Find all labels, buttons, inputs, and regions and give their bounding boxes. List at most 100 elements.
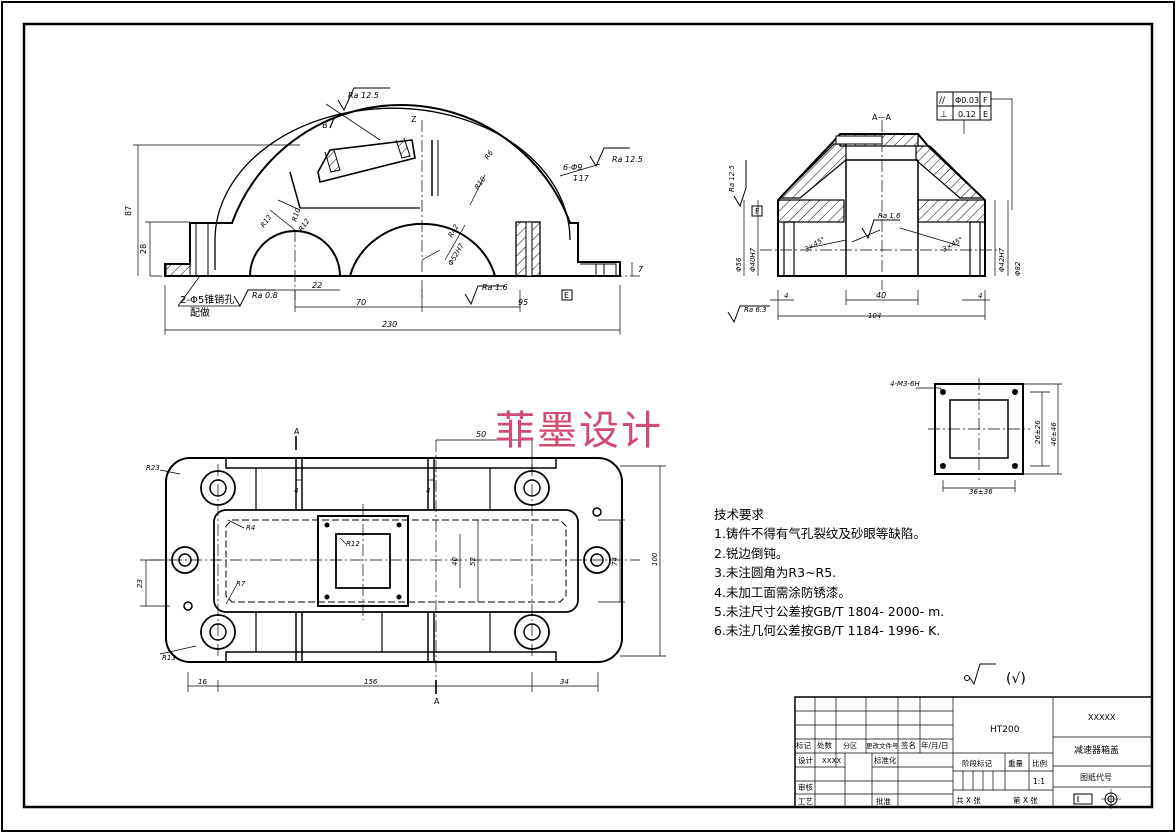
dim-34: 34	[560, 678, 569, 686]
roughness-label: Ra 1.6	[878, 212, 901, 220]
dim-7: 7	[638, 265, 644, 274]
dim-r12-cover: R12	[346, 540, 360, 548]
dim-r12: R12	[259, 213, 274, 229]
tech-item: 4.未加工面需涂防锈漆。	[714, 584, 851, 600]
title-block	[794, 696, 1153, 809]
dim-40: 40	[451, 557, 459, 566]
datum-f: F	[755, 207, 760, 216]
tb-designer: XXXX	[822, 757, 841, 765]
section-title: A—A	[872, 113, 891, 122]
roughness-label: Ra 1.6	[482, 283, 508, 292]
hole-depth: ↧17	[572, 174, 590, 183]
section-view-labels: A—A // Φ0.03 F ⊥ 0.12 E Ra 12.5 Ra 1.6 R…	[728, 96, 1022, 320]
dim-r23: R23	[146, 464, 160, 472]
section-mark-a-bottom: A	[434, 697, 440, 706]
tb-header-count: 处数	[817, 740, 832, 750]
tb-weight-label: 重量	[1008, 759, 1023, 768]
tb-standardize-label: 标准化	[874, 755, 897, 765]
roughness-label: Ra 0.8	[252, 291, 278, 300]
pin-note: 2-Φ5锥销孔	[180, 293, 234, 306]
chamfer-right: 3×45°	[941, 235, 965, 253]
fcf-val-2: 0.12	[958, 110, 976, 119]
tb-approve-label: 批准	[876, 796, 891, 806]
part-name: 减速器箱盖	[1074, 744, 1119, 756]
section-mark-a: A	[294, 427, 300, 436]
dim-16: 16	[198, 678, 207, 686]
dim-4a: 4	[784, 292, 788, 300]
tb-header-doc: 更改文件号	[866, 741, 899, 750]
tb-design-label: 设计	[798, 755, 813, 765]
roughness-note-text: (√)	[1006, 671, 1026, 687]
inner-frame	[22, 22, 1154, 809]
label-B: B	[322, 121, 328, 130]
tech-heading: 技术要求	[714, 507, 765, 522]
dim-r13: R13	[162, 654, 176, 662]
dim-28: 28	[139, 244, 148, 254]
title-block-text: HT200 XXXXX 减速器箱盖 图纸代号 标记 处数 分区 更改文件号 签名…	[796, 713, 1119, 806]
dim-bore: Φ52H7	[447, 242, 466, 267]
top-view	[140, 436, 666, 694]
datum-e: E	[564, 291, 569, 300]
dim-phi40: Φ40H7	[749, 247, 757, 272]
tb-header-date: 年/月/日	[921, 740, 949, 750]
dim-104: 104	[868, 312, 881, 320]
roughness-label: Ra 6.3	[744, 306, 767, 314]
dim-r4: R4	[246, 524, 255, 532]
dim-74: 74	[611, 557, 619, 566]
tech-item: 2.锐边倒钝。	[714, 545, 789, 561]
fcf-sym-2: ⊥	[940, 110, 948, 120]
tb-stage-label: 阶段标记	[962, 758, 992, 768]
dim-phi42: Φ42H7	[998, 247, 1006, 272]
fcf-datum-1: F	[983, 96, 988, 105]
tb-sheet-total: 共 X 张	[956, 796, 981, 805]
dim-phi82: Φ82	[1014, 261, 1022, 276]
dim-r6: R6	[483, 148, 495, 161]
section-view	[727, 91, 1013, 324]
dim-phi56: Φ56	[735, 257, 743, 272]
tb-scale-value: 1:1	[1033, 777, 1045, 786]
drawing-no-label: 图纸代号	[1080, 772, 1112, 782]
dim-100: 100	[651, 552, 659, 566]
dim-87: 87	[124, 206, 133, 216]
dim-70: 70	[356, 298, 366, 307]
dim-156: 156	[364, 678, 378, 686]
dim-95: 95	[518, 298, 528, 307]
tech-item: 6.未注几何公差按GB/T 1184- 1996- K.	[714, 623, 941, 639]
flange-view	[916, 378, 1062, 492]
dim-r7: R7	[236, 580, 246, 588]
tb-header-zone: 分区	[843, 741, 857, 750]
front-view	[133, 87, 640, 335]
dim-r12b: R12	[297, 217, 312, 233]
roughness-label: Ra 12.5	[728, 164, 736, 192]
roughness-label: Ra 12.5	[348, 91, 379, 100]
tb-scale-label: 比例	[1032, 758, 1047, 768]
dim-23: 23	[136, 579, 144, 588]
dim-22: 22	[312, 281, 322, 290]
dim-50: 50	[476, 430, 486, 439]
dim-4-right: 4	[426, 487, 430, 495]
tb-sheet-no: 第 X 张	[1013, 795, 1038, 805]
dim-40: 40	[876, 291, 886, 300]
technical-requirements: 技术要求 1.铸件不得有气孔裂纹及砂眼等缺陷。 2.锐边倒钝。 3.未注圆角为R…	[714, 505, 944, 641]
tb-review-label: 审核	[798, 782, 813, 792]
dim-4-left: 4	[294, 487, 298, 495]
dim-230: 230	[382, 320, 397, 329]
dim-r10: R10	[473, 175, 488, 191]
label-Z: Z	[411, 115, 417, 124]
tech-item: 5.未注尺寸公差按GB/T 1804- 2000- m.	[714, 604, 945, 620]
fcf-sym-1: //	[939, 96, 946, 106]
dim-r10b: R10	[290, 206, 302, 222]
watermark: 菲墨设计	[495, 408, 663, 454]
dim-4b: 4	[978, 292, 982, 300]
thread-note: 4-M3-6H	[890, 380, 920, 388]
roughness-label: Ra 12.5	[612, 155, 643, 164]
company: XXXXX	[1088, 713, 1116, 722]
tech-item: 3.未注圆角为R3~R5.	[714, 565, 837, 581]
dim-36: 36±36	[969, 488, 993, 496]
material: HT200	[990, 725, 1020, 735]
dim-26: 26±26	[1034, 420, 1042, 444]
flange-view-labels: 4-M3-6H 26±26 46±46 36±36	[890, 380, 1058, 496]
tech-item: 1.铸件不得有气孔裂纹及砂眼等缺陷。	[714, 526, 926, 542]
